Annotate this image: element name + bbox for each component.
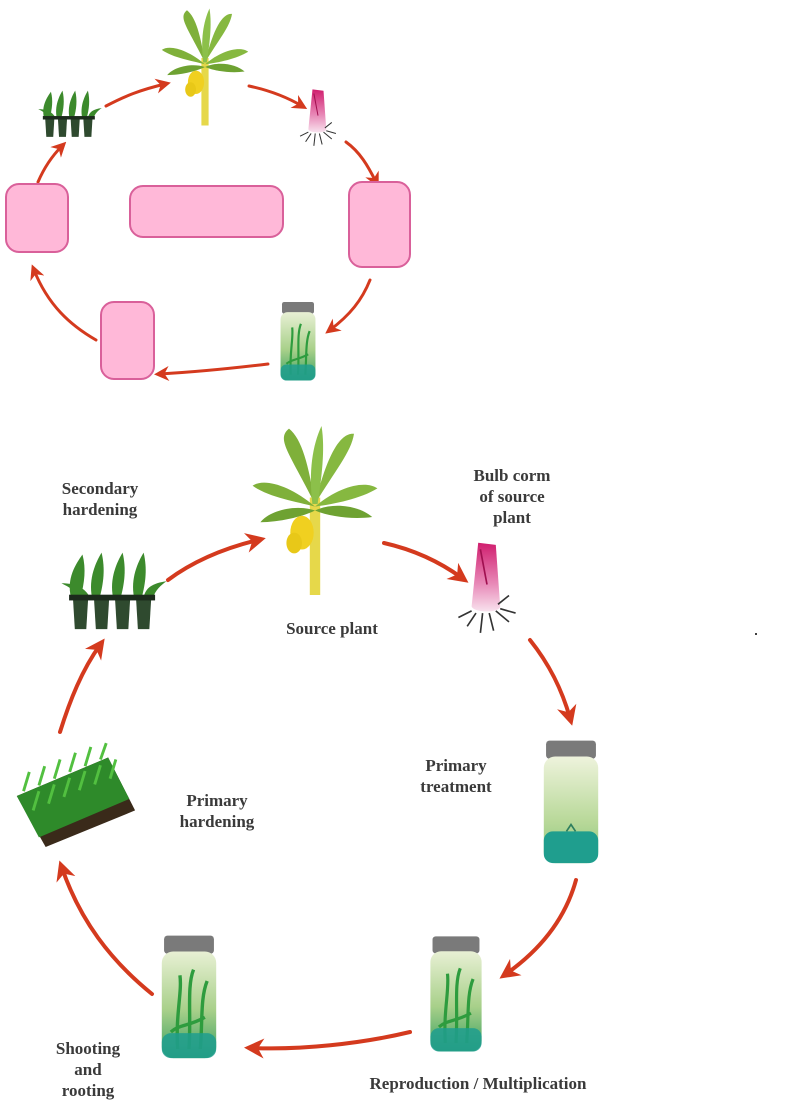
cycle-arrow [56,860,154,996]
label-line: hardening [62,500,138,519]
label-source-plant: Source plant [262,618,402,639]
cycle-arrow [499,878,578,979]
worksheet-blank-box-secondary[interactable] [5,183,69,253]
reproduction-jar-image [428,934,484,1054]
label-line: and [74,1060,102,1079]
label-line: Shooting [55,1039,121,1058]
cycle-arrow [244,1030,412,1059]
label-bulb-corm: Bulb corm of source plant [462,465,562,528]
label-line: plant [493,508,531,527]
cycle-arrow [58,638,105,734]
label-secondary-hardening: Secondary hardening [40,478,160,520]
label-line: Primary [186,791,248,810]
label-line: Bulb corm [473,466,551,485]
label-line: Primary [425,756,487,775]
worksheet-blank-box-title[interactable] [129,185,284,238]
worksheet-arrow [36,141,67,184]
label-line: Reproduction / Multiplication [369,1074,587,1093]
bulb-corm-image [457,541,517,634]
worksheet-blank-box-shooting[interactable] [100,301,155,380]
label-reproduction-multiplication: Reproduction / Multiplication [328,1073,628,1094]
source-plant-image [252,426,378,595]
worksheet-arrow [104,78,171,108]
label-line: hardening [179,812,255,831]
secondary-hardening-image [61,552,167,630]
label-line: treatment [420,777,492,796]
worksheet-arrow [325,278,372,334]
worksheet-arrow [344,140,379,188]
speck [755,633,757,635]
label-line: of source [479,487,545,506]
worksheet-arrow [30,264,98,342]
worksheet-arrow [154,362,270,381]
label-primary-hardening: Primary hardening [162,790,272,832]
shooting-rooting-jar-image [159,933,219,1060]
label-line: Source plant [286,619,378,638]
label-primary-treatment: Primary treatment [406,755,506,797]
label-shooting-rooting: Shooting and rooting [38,1038,138,1101]
cycle-arrow [382,541,469,583]
label-line: rooting [61,1081,115,1100]
worksheet-blank-box-primary-treatment[interactable] [348,181,411,268]
label-line: Secondary [61,479,139,498]
cycle-arrow [528,638,577,726]
primary-hardening-image [15,741,137,849]
primary-treatment-jar-image [542,739,600,864]
worksheet-arrow [247,84,308,110]
cycle-arrow [166,533,266,582]
